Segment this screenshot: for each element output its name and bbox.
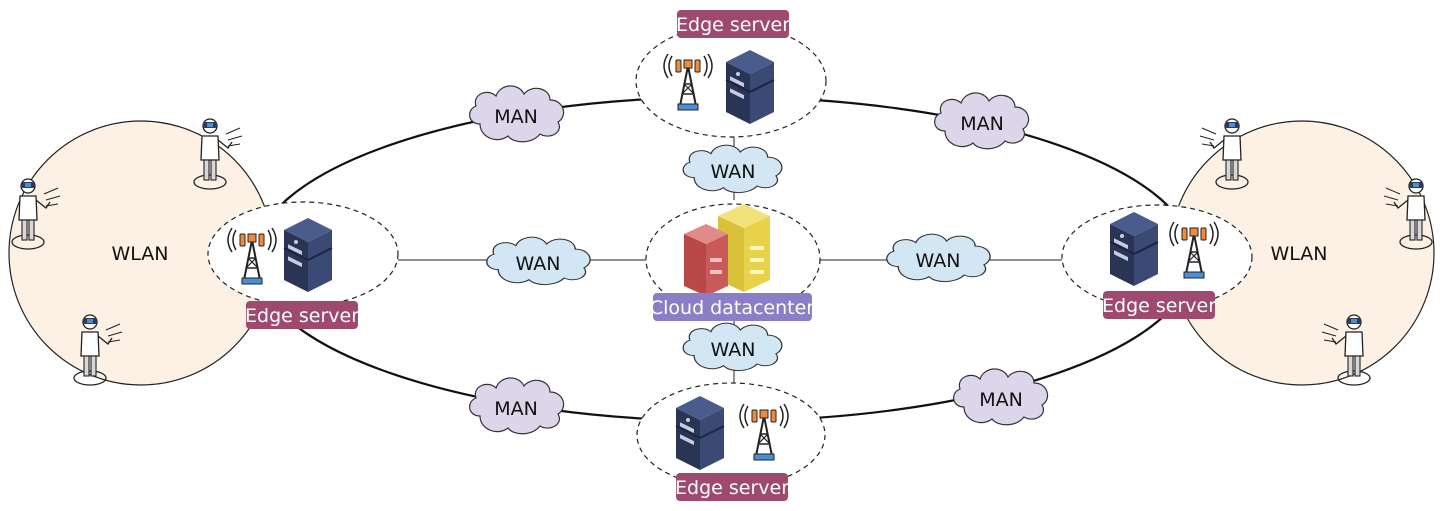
edge-server-left: Edge server bbox=[227, 217, 359, 329]
wlan-left-label: WLAN bbox=[111, 243, 168, 265]
wan-cloud-bottom: WAN bbox=[682, 322, 783, 372]
edge-server-bottom-label: Edge server bbox=[675, 477, 789, 499]
wan-label: WAN bbox=[711, 339, 756, 361]
edge-server-top-label: Edge server bbox=[676, 14, 790, 36]
wlan-right-label: WLAN bbox=[1270, 243, 1327, 265]
man-label: MAN bbox=[494, 106, 538, 128]
edge-server-bottom: Edge server bbox=[675, 395, 789, 501]
server-rack-icon bbox=[675, 395, 725, 471]
edge-tag-left bbox=[246, 301, 358, 329]
man-cloud-bottom-right: MAN bbox=[952, 368, 1049, 426]
edge-tag-right bbox=[1103, 291, 1215, 319]
wan-cloud-right: WAN bbox=[886, 233, 991, 283]
cloud-tag bbox=[653, 293, 812, 321]
wan-label: WAN bbox=[711, 161, 756, 183]
edge-server-right: Edge server bbox=[1102, 211, 1219, 319]
wan-label: WAN bbox=[516, 253, 561, 275]
edge-server-right-label: Edge server bbox=[1102, 295, 1216, 317]
man-label: MAN bbox=[494, 398, 538, 420]
wan-label: WAN bbox=[916, 250, 961, 272]
server-rack-icon bbox=[283, 217, 333, 293]
edge-tag-bottom bbox=[676, 473, 788, 501]
cloud-datacenter: Cloud datacenter bbox=[650, 204, 814, 321]
man-cloud-bottom-left: MAN bbox=[468, 377, 565, 435]
wan-cloud-top: WAN bbox=[682, 144, 783, 194]
cloud-datacenter-label: Cloud datacenter bbox=[650, 297, 814, 319]
edge-server-left-label: Edge server bbox=[245, 305, 359, 327]
man-label: MAN bbox=[979, 389, 1023, 411]
server-rack-icon bbox=[1109, 211, 1159, 287]
edge-tag-top bbox=[677, 10, 789, 38]
edge-server-top: Edge server bbox=[663, 10, 790, 125]
wan-cloud-left: WAN bbox=[486, 236, 591, 286]
man-cloud-top-right: MAN bbox=[933, 92, 1030, 150]
man-cloud-top-left: MAN bbox=[468, 85, 565, 143]
man-label: MAN bbox=[960, 113, 1004, 135]
datacenter-icon bbox=[684, 204, 770, 296]
server-rack-icon bbox=[725, 49, 775, 125]
